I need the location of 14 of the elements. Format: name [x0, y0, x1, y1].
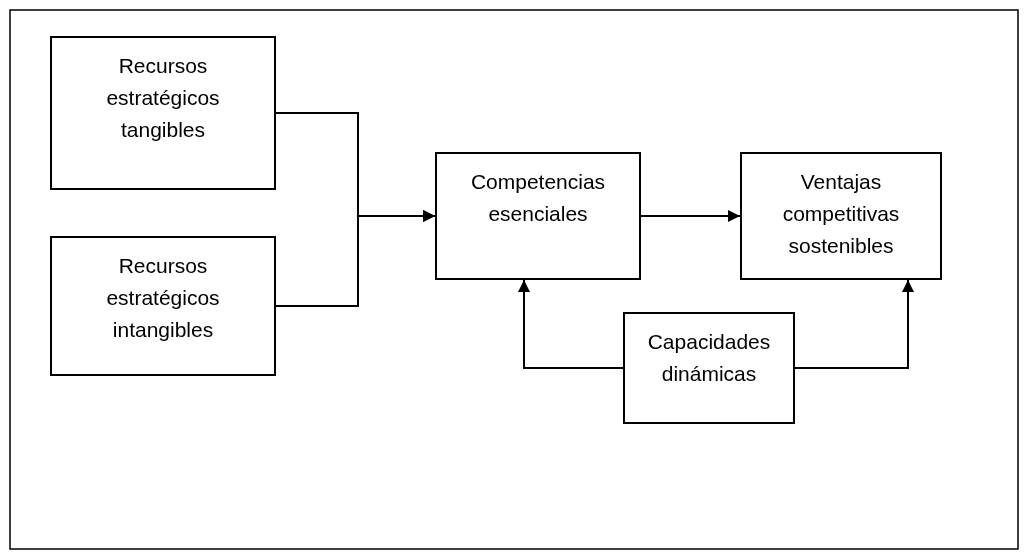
connector-arrow	[518, 279, 624, 369]
box-label: Competencias esenciales	[469, 169, 607, 227]
box-label: Ventajas competitivas sostenibles	[781, 169, 901, 259]
box-label: Capacidades dinámicas	[646, 329, 772, 387]
process-box	[435, 152, 641, 280]
connector-arrow	[640, 210, 741, 222]
process-box	[50, 36, 276, 190]
connector-arrow	[794, 279, 914, 369]
connector-arrow	[275, 210, 436, 307]
box-label: Recursos estratégicos intangibles	[105, 253, 221, 343]
process-box	[50, 236, 276, 376]
box-label: Recursos estratégicos tangibles	[105, 53, 221, 143]
process-box	[740, 152, 942, 280]
process-box	[623, 312, 795, 424]
